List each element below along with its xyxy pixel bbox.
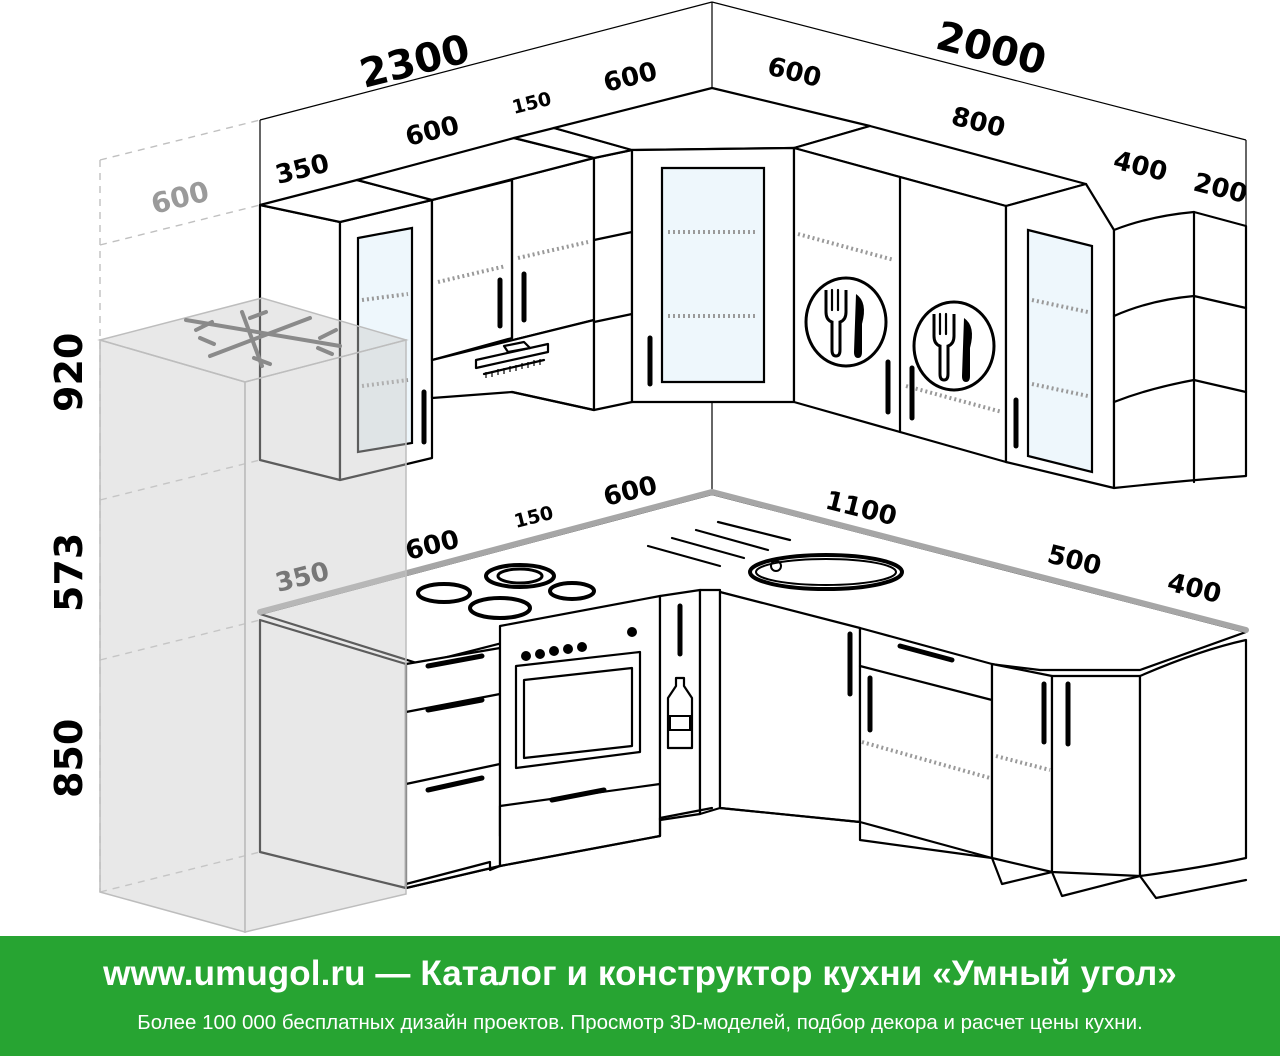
dim-fridge-depth: 600 [148, 175, 213, 221]
bottle-icon [666, 676, 694, 750]
dim-height-gap: 573 [47, 533, 91, 612]
fork-knife-icon [804, 276, 888, 368]
fridge [97, 297, 409, 933]
dim-upper-left-2: 150 [510, 88, 554, 119]
dim-upper-left-0: 350 [272, 149, 332, 191]
lower-cabinets [257, 488, 1249, 900]
glass-door-right [1026, 228, 1094, 474]
dim-lower-left-2: 150 [512, 502, 556, 533]
dim-upper-right-1: 800 [948, 102, 1008, 144]
upper-corner-cabinet [552, 86, 872, 404]
snowflake-icon [184, 310, 342, 368]
upper-cabinets-left [258, 126, 634, 482]
dim-upper-total-left: 2300 [355, 26, 474, 98]
glass-door-corner [660, 166, 766, 384]
dim-height-upper: 920 [47, 333, 91, 412]
fork-knife-icon [912, 300, 996, 392]
range-hood-icon [474, 340, 550, 378]
dim-lower-right-2: 400 [1164, 568, 1224, 610]
cooktop-burner-icon [416, 563, 596, 620]
kitchen-diagram: 2300 2000 350 600 150 600 600 800 400 20… [47, 1, 1250, 933]
dim-upper-left-1: 600 [402, 111, 462, 153]
glass-door-left [356, 226, 414, 454]
dim-upper-right-3: 200 [1190, 168, 1250, 210]
dim-upper-left-3: 600 [600, 57, 660, 99]
banner-title[interactable]: www.umugol.ru — Каталог и конструктор ку… [103, 954, 1177, 993]
banner-subtitle: Более 100 000 бесплатных дизайн проектов… [137, 1011, 1143, 1034]
dim-upper-right-0: 600 [764, 52, 824, 94]
dim-lower-right-1: 500 [1044, 540, 1104, 582]
sink-icon [646, 520, 904, 591]
promo-banner: www.umugol.ru — Каталог и конструктор ку… [0, 936, 1280, 1056]
dim-upper-right-2: 400 [1110, 146, 1170, 188]
upper-cabinets-right [792, 124, 1248, 490]
dim-height-lower: 850 [47, 719, 91, 798]
